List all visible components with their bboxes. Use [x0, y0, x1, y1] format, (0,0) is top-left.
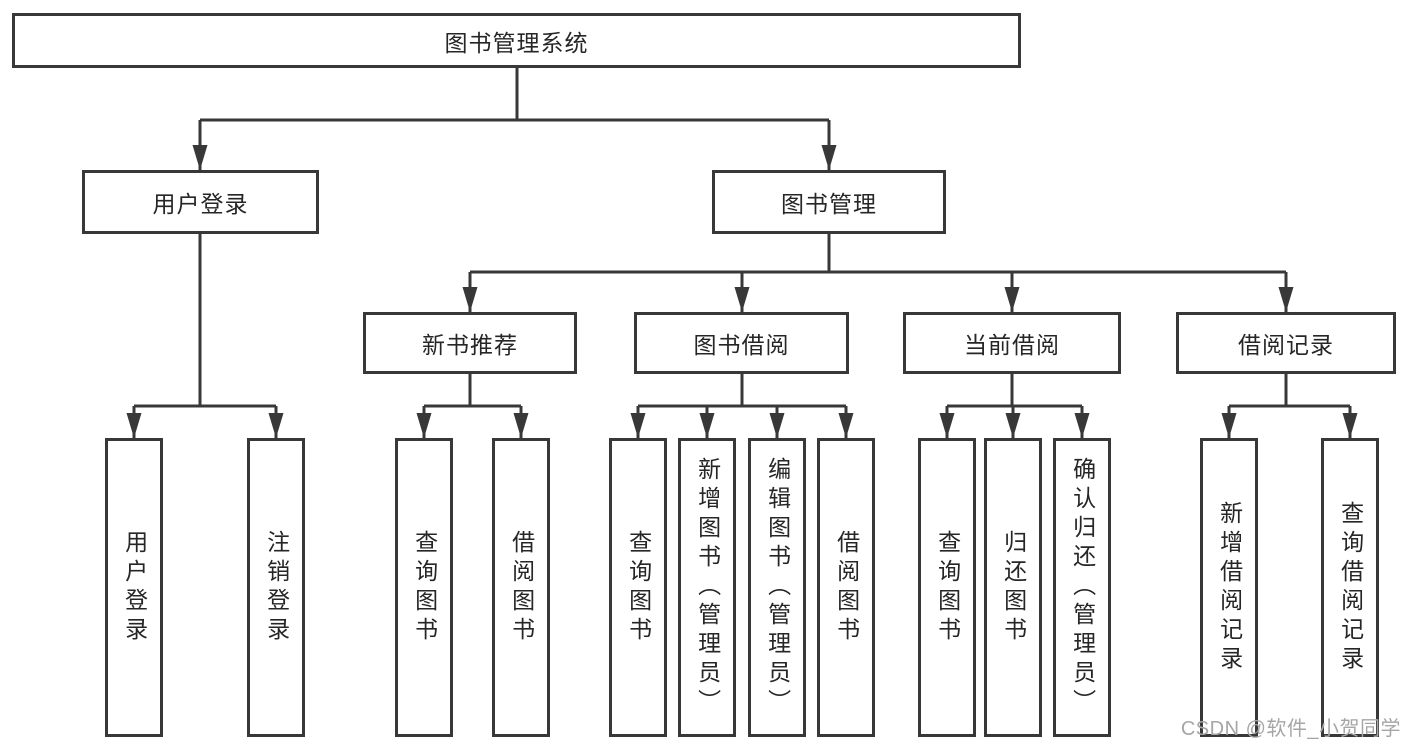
connector-root-branch	[200, 68, 829, 122]
node-book-borrow: 图书借阅	[634, 312, 849, 374]
leaf-borrow-edit-admin: 编辑图书（管理员）	[748, 438, 806, 737]
node-label: 查询图书	[411, 529, 438, 646]
connector-book-management-branch	[470, 234, 1286, 274]
leaf-borrow-add-admin: 新增图书（管理员）	[678, 438, 736, 737]
node-label: 图书管理	[781, 191, 877, 217]
leaf-record-query: 查询借阅记录	[1321, 438, 1379, 737]
node-borrow-records: 借阅记录	[1176, 312, 1396, 374]
node-label: 查询图书	[625, 529, 652, 646]
node-label: 图书管理系统	[444, 29, 589, 56]
node-label: 确认归还（管理员）	[1069, 457, 1096, 718]
connector-current-borrow-branch	[947, 374, 1082, 408]
leaf-newbook-query: 查询图书	[395, 438, 453, 737]
node-label: 注销登录	[263, 529, 290, 646]
node-current-borrow: 当前借阅	[903, 312, 1121, 374]
node-label: 用户登录	[121, 529, 148, 646]
connector-new-book-branch	[424, 374, 521, 408]
leaf-logout-login: 注销登录	[247, 438, 305, 737]
connector-borrow-records-branch	[1229, 374, 1350, 408]
node-label: 当前借阅	[964, 332, 1060, 358]
leaf-current-confirm-admin: 确认归还（管理员）	[1053, 438, 1111, 737]
node-book-management: 图书管理	[712, 170, 946, 234]
node-user-login: 用户登录	[82, 170, 319, 234]
leaf-current-query: 查询图书	[918, 438, 976, 737]
node-new-book-recommend: 新书推荐	[363, 312, 577, 374]
csdn-watermark: CSDN @软件_小贺同学	[1180, 718, 1401, 740]
node-label: 借阅图书	[508, 529, 535, 646]
node-label: 用户登录	[152, 191, 249, 217]
leaf-borrow-query: 查询图书	[609, 438, 667, 737]
leaf-record-add: 新增借阅记录	[1200, 438, 1258, 737]
node-label: 编辑图书（管理员）	[764, 457, 791, 718]
connector-user-login-branch	[134, 234, 276, 408]
node-label: 借阅图书	[833, 529, 860, 646]
node-label: 归还图书	[1000, 529, 1027, 646]
node-label: 图书借阅	[693, 332, 790, 358]
node-label: 新增图书（管理员）	[694, 457, 721, 718]
node-label: 新增借阅记录	[1216, 500, 1243, 675]
connector-book-borrow-branch	[638, 374, 846, 408]
node-root: 图书管理系统	[12, 13, 1021, 68]
node-label: 借阅记录	[1238, 332, 1334, 358]
leaf-borrow-borrow: 借阅图书	[817, 438, 875, 737]
leaf-user-login: 用户登录	[105, 438, 163, 737]
node-label: 新书推荐	[422, 332, 518, 358]
leaf-current-return: 归还图书	[984, 438, 1042, 737]
node-label: 查询借阅记录	[1337, 500, 1364, 675]
node-label: 查询图书	[934, 529, 961, 646]
leaf-newbook-borrow: 借阅图书	[492, 438, 550, 737]
